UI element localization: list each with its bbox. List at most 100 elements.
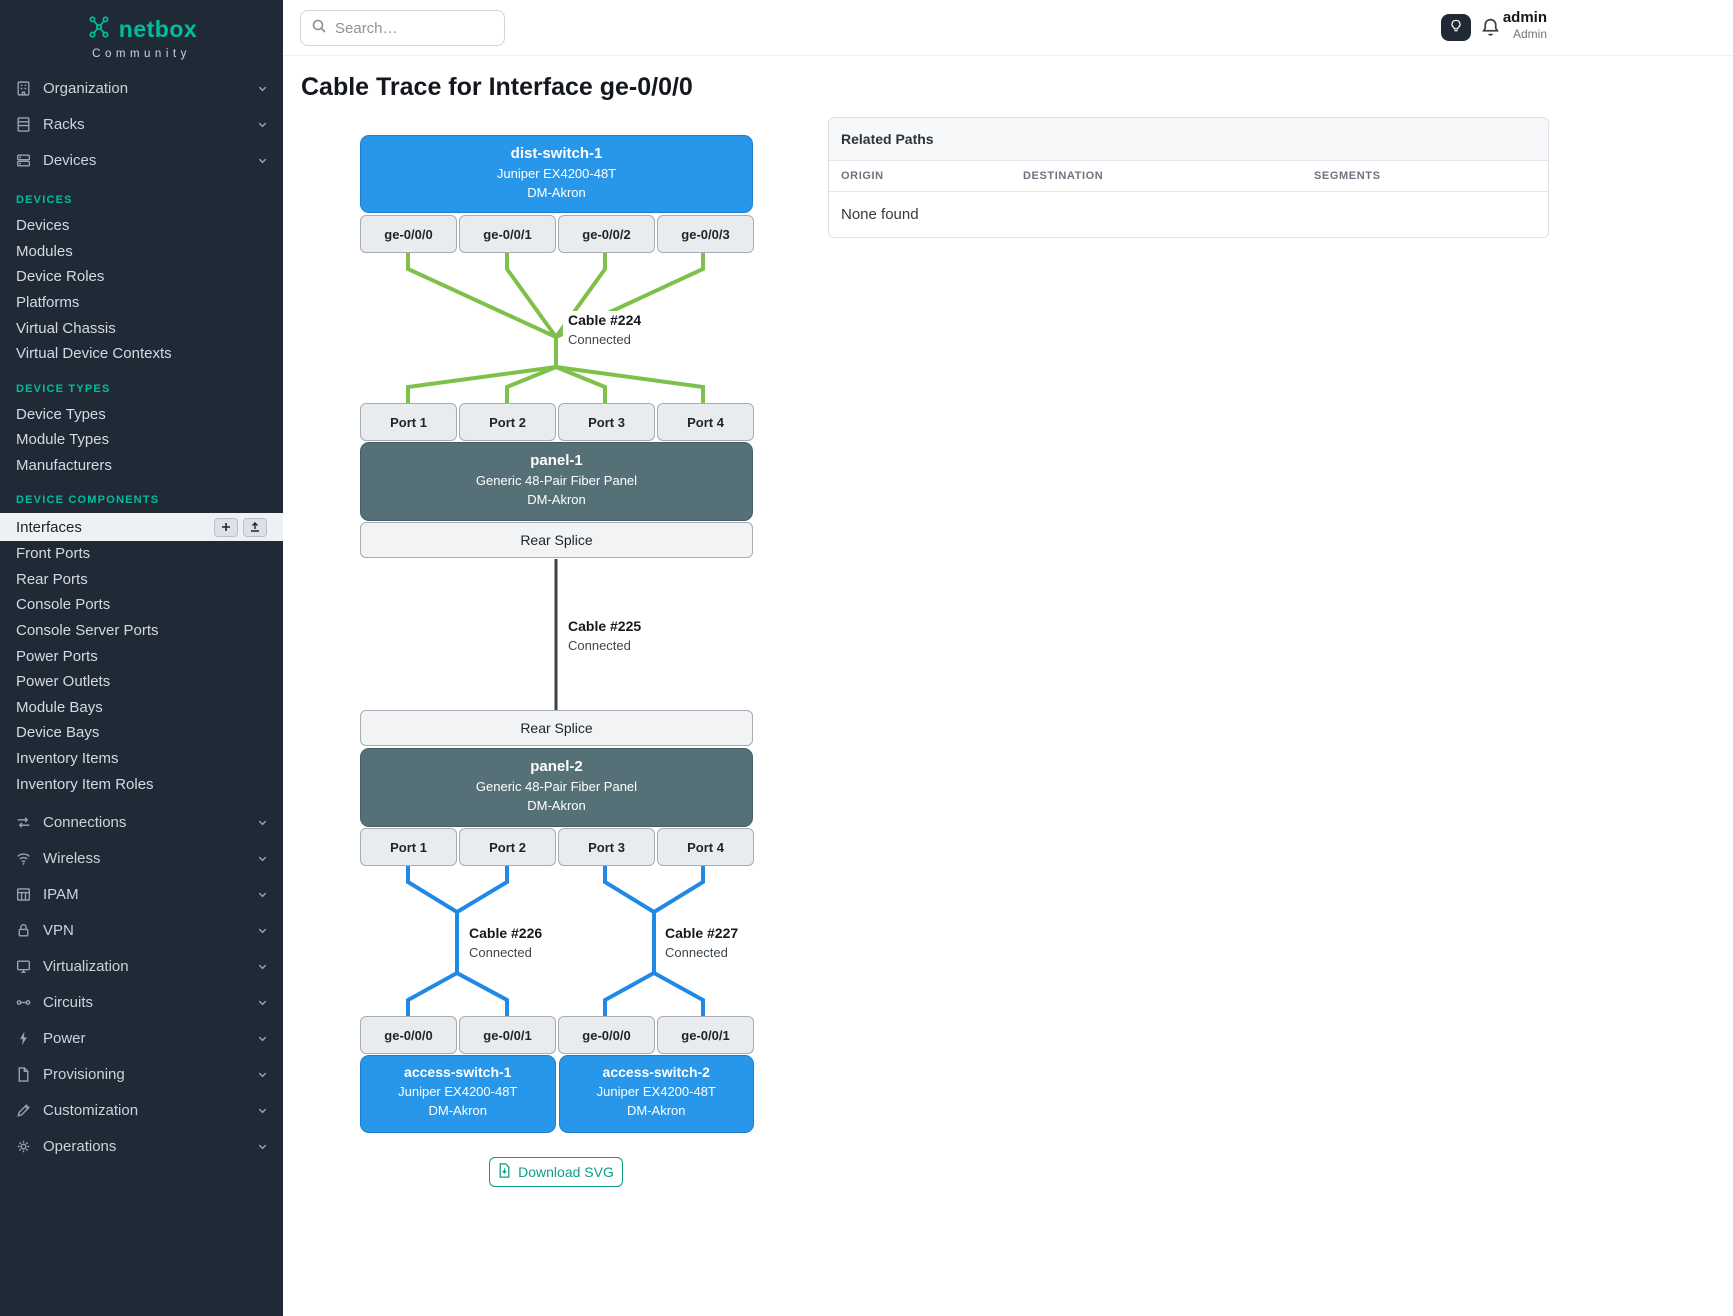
sidebar-item-interfaces[interactable]: Interfaces — [0, 513, 283, 541]
sidebar-item-inventory-items[interactable]: Inventory Items — [16, 749, 119, 767]
interface-port[interactable]: ge-0/0/0 — [360, 1016, 457, 1054]
sidebar-item-inventory-item-roles[interactable]: Inventory Item Roles — [16, 775, 154, 793]
device-site: DM-Akron — [428, 1103, 487, 1118]
cable-227-label[interactable]: Cable #227 Connected — [660, 924, 744, 961]
sidebar-item-wireless[interactable]: Wireless — [0, 841, 283, 877]
front-port[interactable]: Port 3 — [558, 403, 655, 441]
sidebar-item-device-types[interactable]: Device Types — [16, 405, 106, 423]
add-interface-button[interactable] — [214, 517, 238, 537]
bell-icon — [1480, 17, 1501, 41]
front-port[interactable]: Port 1 — [360, 828, 457, 866]
sidebar-item-power-outlets[interactable]: Power Outlets — [16, 673, 111, 691]
sidebar-item-vpn[interactable]: VPN — [0, 913, 283, 949]
device-node-access-switch-2[interactable]: access-switch-2 Juniper EX4200-48T DM-Ak… — [558, 1055, 754, 1133]
sidebar-item-customization[interactable]: Customization — [0, 1093, 283, 1129]
cable-227-lines[interactable] — [603, 866, 705, 1016]
interface-port[interactable]: ge-0/0/0 — [558, 1016, 655, 1054]
interface-port[interactable]: ge-0/0/3 — [657, 215, 754, 253]
section-title-devices: DEVICES — [16, 194, 73, 206]
sidebar-item-power-ports[interactable]: Power Ports — [16, 647, 98, 665]
device-node-panel-1[interactable]: panel-1 Generic 48-Pair Fiber Panel DM-A… — [360, 442, 753, 521]
connections-icon — [14, 814, 32, 831]
search-box[interactable] — [300, 10, 505, 46]
sidebar-item-circuits[interactable]: Circuits — [0, 985, 283, 1021]
cable-224-lines[interactable] — [406, 253, 705, 403]
sidebar-item-module-bays[interactable]: Module Bays — [16, 698, 103, 716]
download-svg-button[interactable]: Download SVG — [489, 1157, 623, 1187]
device-name: panel-1 — [530, 452, 583, 469]
chevron-down-icon — [256, 960, 269, 973]
sidebar-item-label: Organization — [43, 79, 129, 97]
sidebar-item-module-types[interactable]: Module Types — [16, 431, 110, 449]
netbox-logo[interactable]: netbox Community — [0, 0, 283, 70]
sidebar-item-device-roles[interactable]: Device Roles — [16, 268, 105, 286]
related-paths-title: Related Paths — [829, 118, 1548, 161]
chevron-down-icon — [256, 1140, 269, 1153]
wifi-icon — [14, 850, 32, 867]
lightbulb-icon — [1449, 19, 1463, 36]
sidebar-item-console-server-ports[interactable]: Console Server Ports — [16, 622, 159, 640]
device-node-panel-2[interactable]: panel-2 Generic 48-Pair Fiber Panel DM-A… — [360, 748, 753, 827]
sidebar-item-devices[interactable]: Devices — [0, 142, 283, 178]
sidebar-item-virtualization[interactable]: Virtualization — [0, 949, 283, 985]
related-paths-empty-row: None found — [841, 206, 919, 223]
front-port[interactable]: Port 2 — [459, 828, 556, 866]
front-port[interactable]: Port 4 — [657, 403, 754, 441]
front-port[interactable]: Port 3 — [558, 828, 655, 866]
front-port-row-panel2: Port 1 Port 2 Port 3 Port 4 — [360, 828, 754, 866]
front-port[interactable]: Port 1 — [360, 403, 457, 441]
search-icon — [311, 18, 327, 39]
sidebar-item-manufacturers[interactable]: Manufacturers — [16, 457, 112, 475]
sidebar-item-console-ports[interactable]: Console Ports — [16, 596, 111, 614]
cable-226-lines[interactable] — [406, 866, 509, 1016]
cable-226-label[interactable]: Cable #226 Connected — [464, 924, 548, 961]
sidebar-item-connections[interactable]: Connections — [0, 805, 283, 841]
device-node-access-switch-1[interactable]: access-switch-1 Juniper EX4200-48T DM-Ak… — [360, 1055, 556, 1133]
front-port[interactable]: Port 4 — [657, 828, 754, 866]
theme-toggle-button[interactable] — [1441, 14, 1471, 41]
section-title-device-types: DEVICE TYPES — [16, 382, 111, 395]
sidebar-item-rear-ports[interactable]: Rear Ports — [16, 570, 88, 588]
front-port[interactable]: Port 2 — [459, 403, 556, 441]
document-icon — [14, 1066, 32, 1083]
interface-port[interactable]: ge-0/0/0 — [360, 215, 457, 253]
device-name: access-switch-2 — [602, 1064, 710, 1080]
sidebar-item-devices-list[interactable]: Devices — [16, 217, 70, 235]
device-site: DM-Akron — [626, 1103, 686, 1118]
device-node-dist-switch-1[interactable]: dist-switch-1 Juniper EX4200-48T DM-Akro… — [360, 135, 753, 213]
sidebar: netbox Community Organization Racks Devi… — [0, 0, 283, 1316]
bottom-device-row: access-switch-1 Juniper EX4200-48T DM-Ak… — [360, 1055, 754, 1133]
sidebar-item-power[interactable]: Power — [0, 1021, 283, 1057]
search-input[interactable] — [335, 19, 485, 37]
sidebar-item-label: Racks — [43, 115, 85, 133]
chevron-down-icon — [256, 1032, 269, 1045]
cable-225-label[interactable]: Cable #225 Connected — [563, 617, 647, 654]
sidebar-item-ipam[interactable]: IPAM — [0, 877, 283, 913]
file-download-icon — [498, 1163, 511, 1181]
interface-port[interactable]: ge-0/0/1 — [459, 1016, 556, 1054]
cable-status: Connected — [469, 945, 532, 960]
sidebar-item-operations[interactable]: Operations — [0, 1129, 283, 1165]
sidebar-item-racks[interactable]: Racks — [0, 106, 283, 142]
interface-port[interactable]: ge-0/0/1 — [657, 1016, 754, 1054]
related-paths-column-headers: ORIGIN DESTINATION SEGMENTS — [829, 161, 1548, 192]
rear-port-splice-top[interactable]: Rear Splice — [360, 522, 753, 558]
sidebar-item-device-bays[interactable]: Device Bays — [16, 724, 100, 742]
cable-224-label[interactable]: Cable #224 Connected — [563, 311, 647, 348]
sidebar-item-virtual-device-contexts[interactable]: Virtual Device Contexts — [16, 345, 172, 363]
cable-trace-diagram: dist-switch-1 Juniper EX4200-48T DM-Akro… — [360, 135, 754, 1205]
notifications-button[interactable] — [1480, 17, 1501, 41]
sidebar-item-virtual-chassis[interactable]: Virtual Chassis — [16, 319, 116, 337]
sidebar-item-provisioning[interactable]: Provisioning — [0, 1057, 283, 1093]
sidebar-item-platforms[interactable]: Platforms — [16, 294, 80, 312]
sidebar-item-modules[interactable]: Modules — [16, 242, 73, 260]
gear-icon — [14, 1138, 32, 1155]
interface-port[interactable]: ge-0/0/2 — [558, 215, 655, 253]
sidebar-item-front-ports[interactable]: Front Ports — [16, 545, 91, 563]
rear-port-splice-bottom[interactable]: Rear Splice — [360, 710, 753, 746]
sidebar-item-organization[interactable]: Organization — [0, 70, 283, 106]
interface-port[interactable]: ge-0/0/1 — [459, 215, 556, 253]
user-menu[interactable]: admin Admin — [1503, 9, 1547, 41]
import-interface-button[interactable] — [243, 517, 267, 537]
device-site: DM-Akron — [527, 185, 586, 200]
